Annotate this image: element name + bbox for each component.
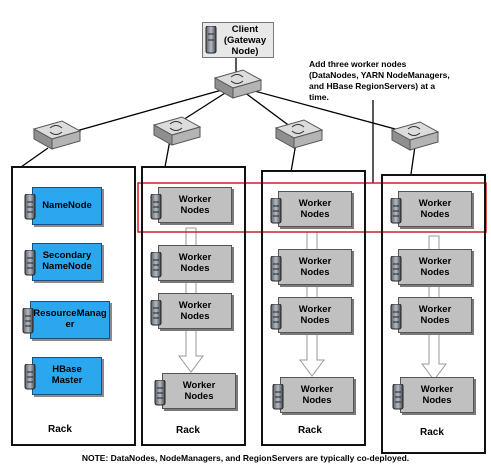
server-icon (150, 300, 162, 326)
worker-node-box: Worker Nodes (270, 249, 352, 285)
rack-switch-icon-4 (390, 121, 440, 151)
worker-node-label: Worker Nodes (178, 300, 212, 322)
server-icon (24, 364, 36, 390)
footnote: NOTE: DataNodes, NodeManagers, and Regio… (81, 453, 410, 463)
worker-node-label: Worker Nodes (418, 304, 452, 326)
server-icon (390, 256, 402, 282)
resourcemanager-label: ResourceManag er (33, 308, 107, 330)
rack-label-1: Rack (176, 425, 200, 436)
worker-node-box: Worker Nodes (150, 245, 232, 281)
secondary-namenode-label: Secondary NameNode (42, 250, 92, 272)
worker-node-label: Worker Nodes (182, 380, 216, 402)
server-icon (154, 380, 166, 406)
namenode-box: NameNode (24, 187, 102, 225)
worker-node-box: Worker Nodes (270, 191, 352, 227)
worker-node-label: Worker Nodes (178, 194, 212, 216)
add-worker-highlight (137, 182, 487, 233)
rack-switch-icon-2 (152, 116, 202, 146)
server-icon (24, 194, 36, 220)
hbase-master-box: HBase Master (24, 357, 102, 395)
worker-node-label: Worker Nodes (178, 252, 212, 274)
namenode-label: NameNode (42, 200, 92, 211)
annotation-text: Add three worker nodes (DataNodes, YARN … (309, 59, 450, 102)
worker-node-box: Worker Nodes (390, 191, 472, 227)
client-gateway-node: Client (Gateway Node) (202, 22, 274, 58)
rack-label-master: Rack (48, 424, 72, 435)
worker-node-label: Worker Nodes (418, 256, 452, 278)
server-icon (270, 304, 282, 330)
rack-switch-icon-3 (274, 119, 324, 149)
client-label: Client (Gateway Node) (223, 24, 267, 57)
worker-node-box: Worker Nodes (390, 297, 472, 333)
worker-node-box: Worker Nodes (154, 373, 236, 409)
server-icon (390, 198, 402, 224)
worker-node-label: Worker Nodes (418, 198, 452, 220)
core-switch-icon (213, 69, 263, 99)
server-icon (22, 308, 34, 334)
worker-node-box: Worker Nodes (150, 293, 232, 329)
worker-rack-2 (261, 170, 366, 446)
worker-node-label: Worker Nodes (298, 304, 332, 326)
server-icon (270, 198, 282, 224)
server-icon (390, 304, 402, 330)
worker-node-box: Worker Nodes (392, 377, 474, 413)
hbase-master-label: HBase Master (51, 364, 83, 386)
rack-switch-icon-1 (32, 120, 82, 150)
server-icon (392, 384, 404, 410)
worker-node-box: Worker Nodes (270, 297, 352, 333)
server-icon (24, 250, 36, 276)
worker-rack-3 (381, 174, 486, 454)
server-icon (272, 384, 284, 410)
server-icon (205, 26, 217, 54)
worker-node-box: Worker Nodes (272, 377, 354, 413)
worker-rack-1 (141, 166, 246, 446)
server-icon (150, 194, 162, 220)
worker-node-label: Worker Nodes (300, 384, 334, 406)
worker-node-label: Worker Nodes (420, 384, 454, 406)
resourcemanager-box: ResourceManag er (22, 301, 110, 339)
worker-node-label: Worker Nodes (298, 256, 332, 278)
worker-node-label: Worker Nodes (298, 198, 332, 220)
rack-label-3: Rack (420, 427, 444, 438)
server-icon (270, 256, 282, 282)
rack-label-2: Rack (298, 425, 322, 436)
server-icon (150, 252, 162, 278)
secondary-namenode-box: Secondary NameNode (24, 243, 102, 281)
master-rack (11, 166, 136, 446)
worker-node-box: Worker Nodes (150, 187, 232, 223)
worker-node-box: Worker Nodes (390, 249, 472, 285)
